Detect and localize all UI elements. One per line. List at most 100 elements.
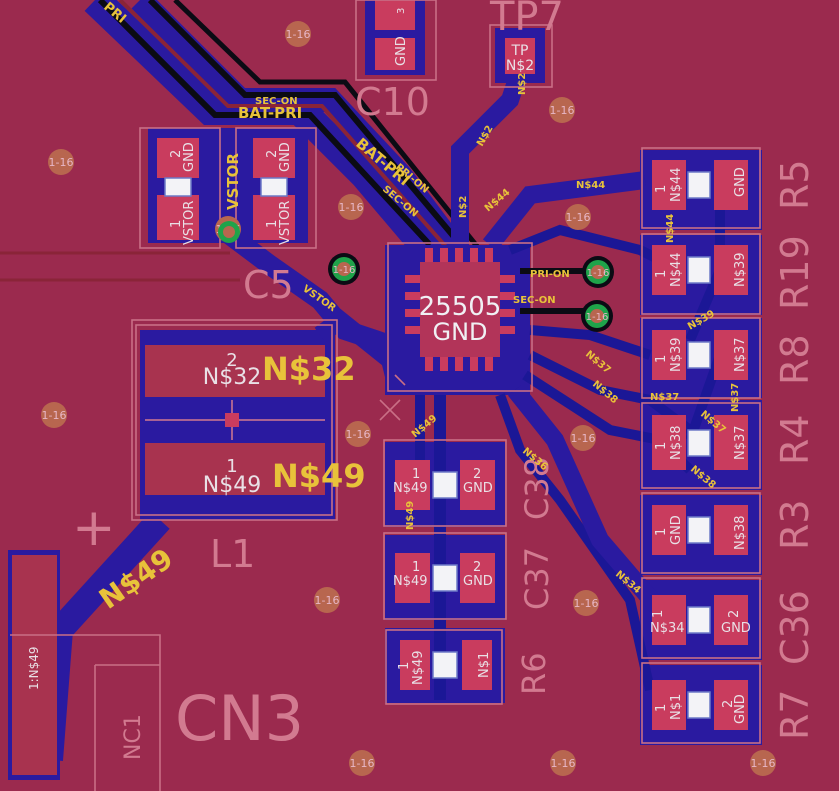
net-label-n37-vertical: N$37 — [730, 383, 741, 412]
pads — [12, 0, 748, 775]
svg-text:1: 1 — [397, 662, 412, 670]
designator-r4: R4 — [773, 414, 817, 465]
svg-text:1: 1 — [654, 355, 669, 363]
svg-text:N$34: N$34 — [650, 621, 685, 636]
via — [285, 21, 311, 47]
svg-text:1: 1 — [412, 467, 420, 482]
designator-r19: R19 — [773, 235, 817, 310]
net-label-n32-large: N$32 — [262, 350, 356, 388]
svg-text:N$1: N$1 — [669, 694, 684, 720]
svg-text:N$1: N$1 — [477, 652, 492, 678]
testpoint-label: TP — [511, 43, 529, 59]
vstor-cap-left: 2 GND 1 VSTOR — [169, 142, 197, 245]
svg-text:2: 2 — [169, 150, 184, 158]
green-via-label: 1-16 — [586, 312, 609, 323]
via-label: 1-16 — [571, 432, 596, 445]
svg-text:N$38: N$38 — [733, 515, 748, 550]
svg-text:1: 1 — [651, 610, 666, 618]
svg-text:N$49: N$49 — [411, 650, 426, 685]
svg-text:N$37: N$37 — [733, 337, 748, 372]
designator-c36: C36 — [773, 590, 817, 665]
svg-text:1: 1 — [654, 185, 669, 193]
svg-text:GND: GND — [463, 574, 493, 589]
svg-text:N$44: N$44 — [669, 167, 684, 202]
r5-pads: 1 N$44 GND — [654, 167, 748, 202]
vstor-cap-right: 2 GND 1 VSTOR — [265, 142, 293, 245]
svg-text:2: 2 — [473, 560, 481, 575]
via — [570, 425, 596, 451]
c10-gnd-label: GND — [394, 36, 409, 66]
r7-pads: 1 N$1 2 GND — [654, 694, 748, 724]
designator-cn3: CN3 — [175, 682, 304, 755]
via-label: 1-16 — [339, 201, 364, 214]
via — [549, 97, 575, 123]
net-label-pri-on: PRI-ON — [530, 269, 570, 280]
via-label: 1-16 — [350, 757, 375, 770]
svg-text:VSTOR: VSTOR — [278, 201, 293, 245]
testpoint-net: N$2 — [506, 58, 534, 74]
net-label-n2-vertical: N$2 — [458, 196, 469, 218]
plus-mark: + — [72, 498, 116, 558]
via — [338, 194, 364, 220]
r3-pads: 1 GND N$38 — [654, 515, 748, 550]
svg-text:2: 2 — [721, 700, 736, 708]
net-label-sec-on: SEC-ON — [255, 96, 298, 107]
via — [349, 750, 375, 776]
vias: 1-16 1-16 1-16 1-16 1-16 1-16 1-16 1-16 1-16 1-16… — [41, 21, 776, 776]
svg-text:GND: GND — [721, 621, 751, 636]
svg-text:N$39: N$39 — [669, 337, 684, 372]
svg-text:GND: GND — [733, 694, 748, 724]
svg-text:VSTOR: VSTOR — [182, 201, 197, 245]
r19-pads: 1 N$44 N$39 — [654, 252, 748, 287]
svg-text:1: 1 — [412, 560, 420, 575]
via — [48, 149, 74, 175]
net-label-n49-large: N$49 — [272, 457, 366, 495]
svg-text:N$49: N$49 — [393, 481, 428, 496]
ic-to-resistor-traces-light — [451, 67, 667, 616]
c36-pads: 1 N$34 2 GND — [650, 610, 751, 636]
designator-nc1: NC1 — [121, 714, 146, 760]
designator-r6: R6 — [515, 652, 553, 695]
via-label: 1-16 — [42, 409, 67, 422]
l1-pad2-net: N$32 — [203, 365, 261, 390]
green-via-label: 1-16 — [333, 265, 356, 276]
net-label-n49-vertical: N$49 — [405, 501, 416, 530]
cn3-pin-label: 1:N$49 — [27, 646, 41, 690]
designator-c10: C10 — [355, 80, 430, 124]
net-label-n37-horizontal: N$37 — [650, 392, 679, 403]
ic-gnd-label: GND — [432, 318, 487, 346]
via-label: 1-16 — [286, 28, 311, 41]
svg-text:1: 1 — [654, 528, 669, 536]
via-label: 1-16 — [574, 597, 599, 610]
via-label: 1-16 — [566, 211, 591, 224]
c10-pin3-label: 3 — [396, 8, 407, 14]
net-label-n44: N$44 — [576, 180, 605, 191]
via-label: 1-16 — [49, 156, 74, 169]
svg-text:N$38: N$38 — [669, 425, 684, 460]
green-vias — [218, 221, 614, 332]
l1-pad1-number: 1 — [226, 456, 237, 477]
via-label: 1-16 — [315, 594, 340, 607]
svg-text:2: 2 — [473, 467, 481, 482]
net-label-n44-vertical: N$44 — [665, 214, 676, 243]
svg-text:GND: GND — [669, 515, 684, 545]
via-label: 1-16 — [551, 757, 576, 770]
svg-text:1: 1 — [265, 220, 280, 228]
designator-r8: R8 — [773, 334, 817, 385]
r4-pads: 1 N$38 N$37 — [654, 425, 748, 460]
ic-part-number: 25505 — [419, 292, 502, 322]
svg-text:1: 1 — [654, 442, 669, 450]
designator-r3: R3 — [773, 499, 817, 550]
c37-pads: 1 N$49 2 GND — [393, 560, 493, 589]
net-label-bat-pri: BAT-PRI — [238, 104, 302, 122]
via — [345, 421, 371, 447]
designator-l1: L1 — [210, 532, 255, 576]
via — [550, 750, 576, 776]
green-via-label: 1-16 — [587, 268, 610, 279]
via — [750, 750, 776, 776]
designator-c37: C37 — [518, 547, 556, 610]
pad-inner-marks — [164, 171, 711, 719]
svg-text:1: 1 — [654, 704, 669, 712]
net-label-sec-on-right: SEC-ON — [513, 295, 556, 306]
